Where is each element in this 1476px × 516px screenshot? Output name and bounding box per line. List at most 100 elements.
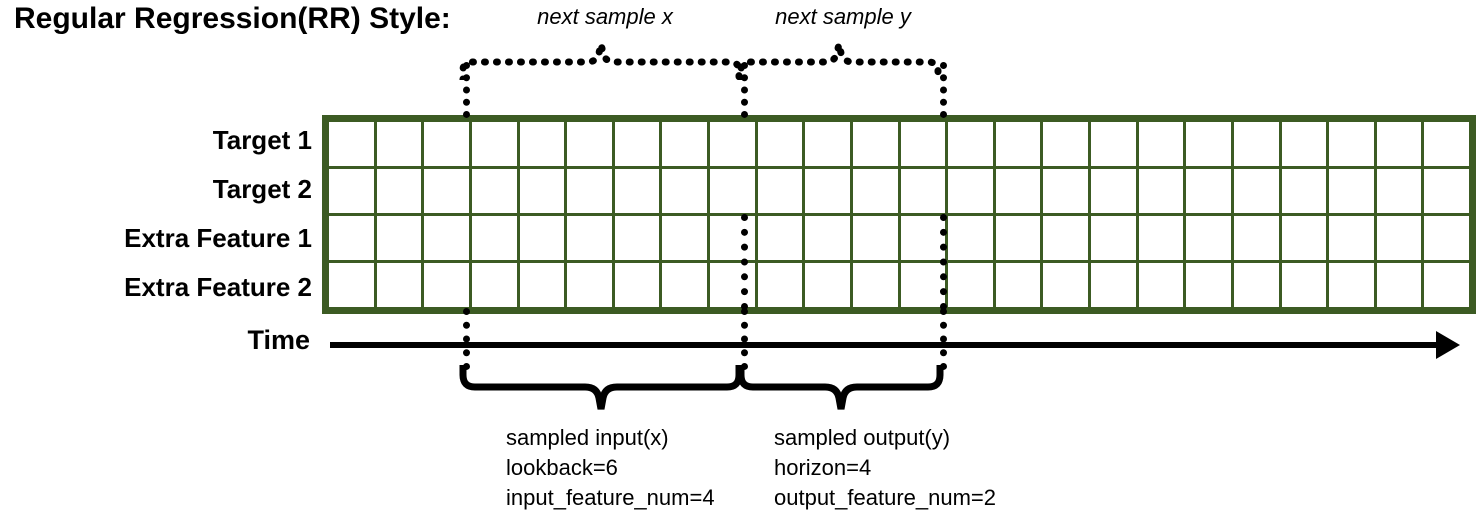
- grid-cell-r3-c5: [516, 213, 568, 263]
- grid-cell-r2-c5: [516, 166, 568, 216]
- grid-cell-r3-c3: [421, 213, 472, 263]
- table-row: [326, 166, 1472, 216]
- grid-cell-r1-c24: [1421, 119, 1472, 169]
- grid-cell-r1-c23: [1373, 119, 1425, 169]
- grid-cell-r3-c1: [326, 213, 377, 263]
- row-label-target-2: Target 2: [212, 174, 312, 204]
- guide-line-split-mid: [741, 214, 748, 310]
- grid-cell-r1-c3: [421, 119, 472, 169]
- grid-cell-r2-c19: [1183, 166, 1234, 216]
- grid-cell-r1-c18: [1135, 119, 1187, 169]
- table-row: [326, 119, 1472, 169]
- time-axis-label: Time: [247, 325, 310, 355]
- grid-cell-r3-c7: [611, 213, 663, 263]
- grid-cell-r2-c4: [468, 166, 520, 216]
- grid-cell-r2-c7: [611, 166, 663, 216]
- grid-cell-r1-c1: [326, 119, 377, 169]
- guide-line-output-end-top: [940, 62, 947, 118]
- grid-cell-r4-c4: [468, 260, 520, 310]
- timeline-grid-table: [326, 119, 1472, 310]
- grid-cell-r1-c22: [1326, 119, 1377, 169]
- grid-cell-r2-c6: [564, 166, 615, 216]
- grid-cell-r1-c5: [516, 119, 568, 169]
- grid-cell-r1-c14: [945, 119, 996, 169]
- table-row: [326, 260, 1472, 310]
- grid-cell-r1-c7: [611, 119, 663, 169]
- grid-cell-r1-c6: [564, 119, 615, 169]
- grid-cell-r4-c17: [1088, 260, 1139, 310]
- timeline-grid-body: [326, 119, 1472, 310]
- grid-cell-r4-c15: [992, 260, 1044, 310]
- grid-cell-r3-c15: [992, 213, 1044, 263]
- grid-cell-r3-c18: [1135, 213, 1187, 263]
- grid-cell-r3-c8: [659, 213, 710, 263]
- grid-cell-r4-c24: [1421, 260, 1472, 310]
- grid-cell-r3-c22: [1326, 213, 1377, 263]
- annotation-output-line-2: horizon=4: [774, 455, 872, 480]
- grid-cell-r1-c10: [754, 119, 806, 169]
- grid-cell-r1-c12: [849, 119, 901, 169]
- grid-cell-r2-c10: [754, 166, 806, 216]
- grid-cell-r2-c13: [897, 166, 949, 216]
- row-label-extra-feature-1: Extra Feature 1: [124, 223, 312, 253]
- grid-cell-r1-c8: [659, 119, 710, 169]
- annotation-sampled-output: sampled output(y) horizon=4 output_featu…: [774, 423, 996, 513]
- grid-cell-r1-c9: [707, 119, 758, 169]
- annotation-sampled-input: sampled input(x) lookback=6 input_featur…: [506, 423, 715, 513]
- grid-cell-r1-c4: [468, 119, 520, 169]
- guide-line-output-end-bot: [940, 308, 947, 370]
- top-brace-next-sample-y: [733, 40, 953, 80]
- row-label-column: Target 1 Target 2 Extra Feature 1 Extra …: [0, 0, 312, 516]
- grid-cell-r2-c1: [326, 166, 377, 216]
- grid-cell-r2-c22: [1326, 166, 1377, 216]
- grid-cell-r3-c24: [1421, 213, 1472, 263]
- grid-cell-r2-c12: [849, 166, 901, 216]
- bottom-brace-sampled-output: [733, 365, 953, 415]
- grid-cell-r3-c14: [945, 213, 996, 263]
- table-row: [326, 213, 1472, 263]
- grid-cell-r2-c16: [1040, 166, 1091, 216]
- grid-cell-r1-c20: [1230, 119, 1282, 169]
- page-title: Regular Regression(RR) Style:: [14, 2, 451, 35]
- grid-cell-r1-c11: [802, 119, 853, 169]
- grid-cell-r3-c12: [849, 213, 901, 263]
- guide-line-split-top: [741, 62, 748, 118]
- grid-cell-r4-c14: [945, 260, 996, 310]
- bottom-brace-sampled-input: [455, 365, 755, 415]
- annotation-input-line-3: input_feature_num=4: [506, 485, 715, 510]
- grid-cell-r3-c4: [468, 213, 520, 263]
- annotation-input-line-2: lookback=6: [506, 455, 618, 480]
- annotation-input-line-1: sampled input(x): [506, 425, 669, 450]
- grid-cell-r2-c9: [707, 166, 758, 216]
- grid-cell-r1-c13: [897, 119, 949, 169]
- guide-line-input-start-bot: [463, 308, 470, 370]
- grid-cell-r1-c21: [1278, 119, 1330, 169]
- grid-cell-r2-c11: [802, 166, 853, 216]
- grid-cell-r4-c6: [564, 260, 615, 310]
- grid-cell-r3-c11: [802, 213, 853, 263]
- grid-cell-r1-c17: [1088, 119, 1139, 169]
- grid-cell-r4-c10: [754, 260, 806, 310]
- grid-cell-r3-c21: [1278, 213, 1330, 263]
- grid-cell-r2-c21: [1278, 166, 1330, 216]
- grid-cell-r4-c11: [802, 260, 853, 310]
- guide-line-split-bot: [741, 308, 748, 370]
- top-brace-label-next-sample-y: next sample y: [775, 4, 911, 29]
- grid-cell-r4-c19: [1183, 260, 1234, 310]
- grid-cell-r3-c9: [707, 213, 758, 263]
- grid-cell-r4-c18: [1135, 260, 1187, 310]
- guide-line-input-start-top: [463, 62, 470, 118]
- grid-cell-r4-c21: [1278, 260, 1330, 310]
- grid-cell-r4-c3: [421, 260, 472, 310]
- grid-cell-r3-c13: [897, 213, 949, 263]
- grid-cell-r1-c19: [1183, 119, 1234, 169]
- grid-cell-r3-c2: [373, 213, 425, 263]
- grid-cell-r3-c20: [1230, 213, 1282, 263]
- grid-cell-r4-c9: [707, 260, 758, 310]
- grid-cell-r4-c5: [516, 260, 568, 310]
- grid-cell-r3-c6: [564, 213, 615, 263]
- grid-cell-r2-c20: [1230, 166, 1282, 216]
- grid-cell-r3-c16: [1040, 213, 1091, 263]
- grid-cell-r2-c17: [1088, 166, 1139, 216]
